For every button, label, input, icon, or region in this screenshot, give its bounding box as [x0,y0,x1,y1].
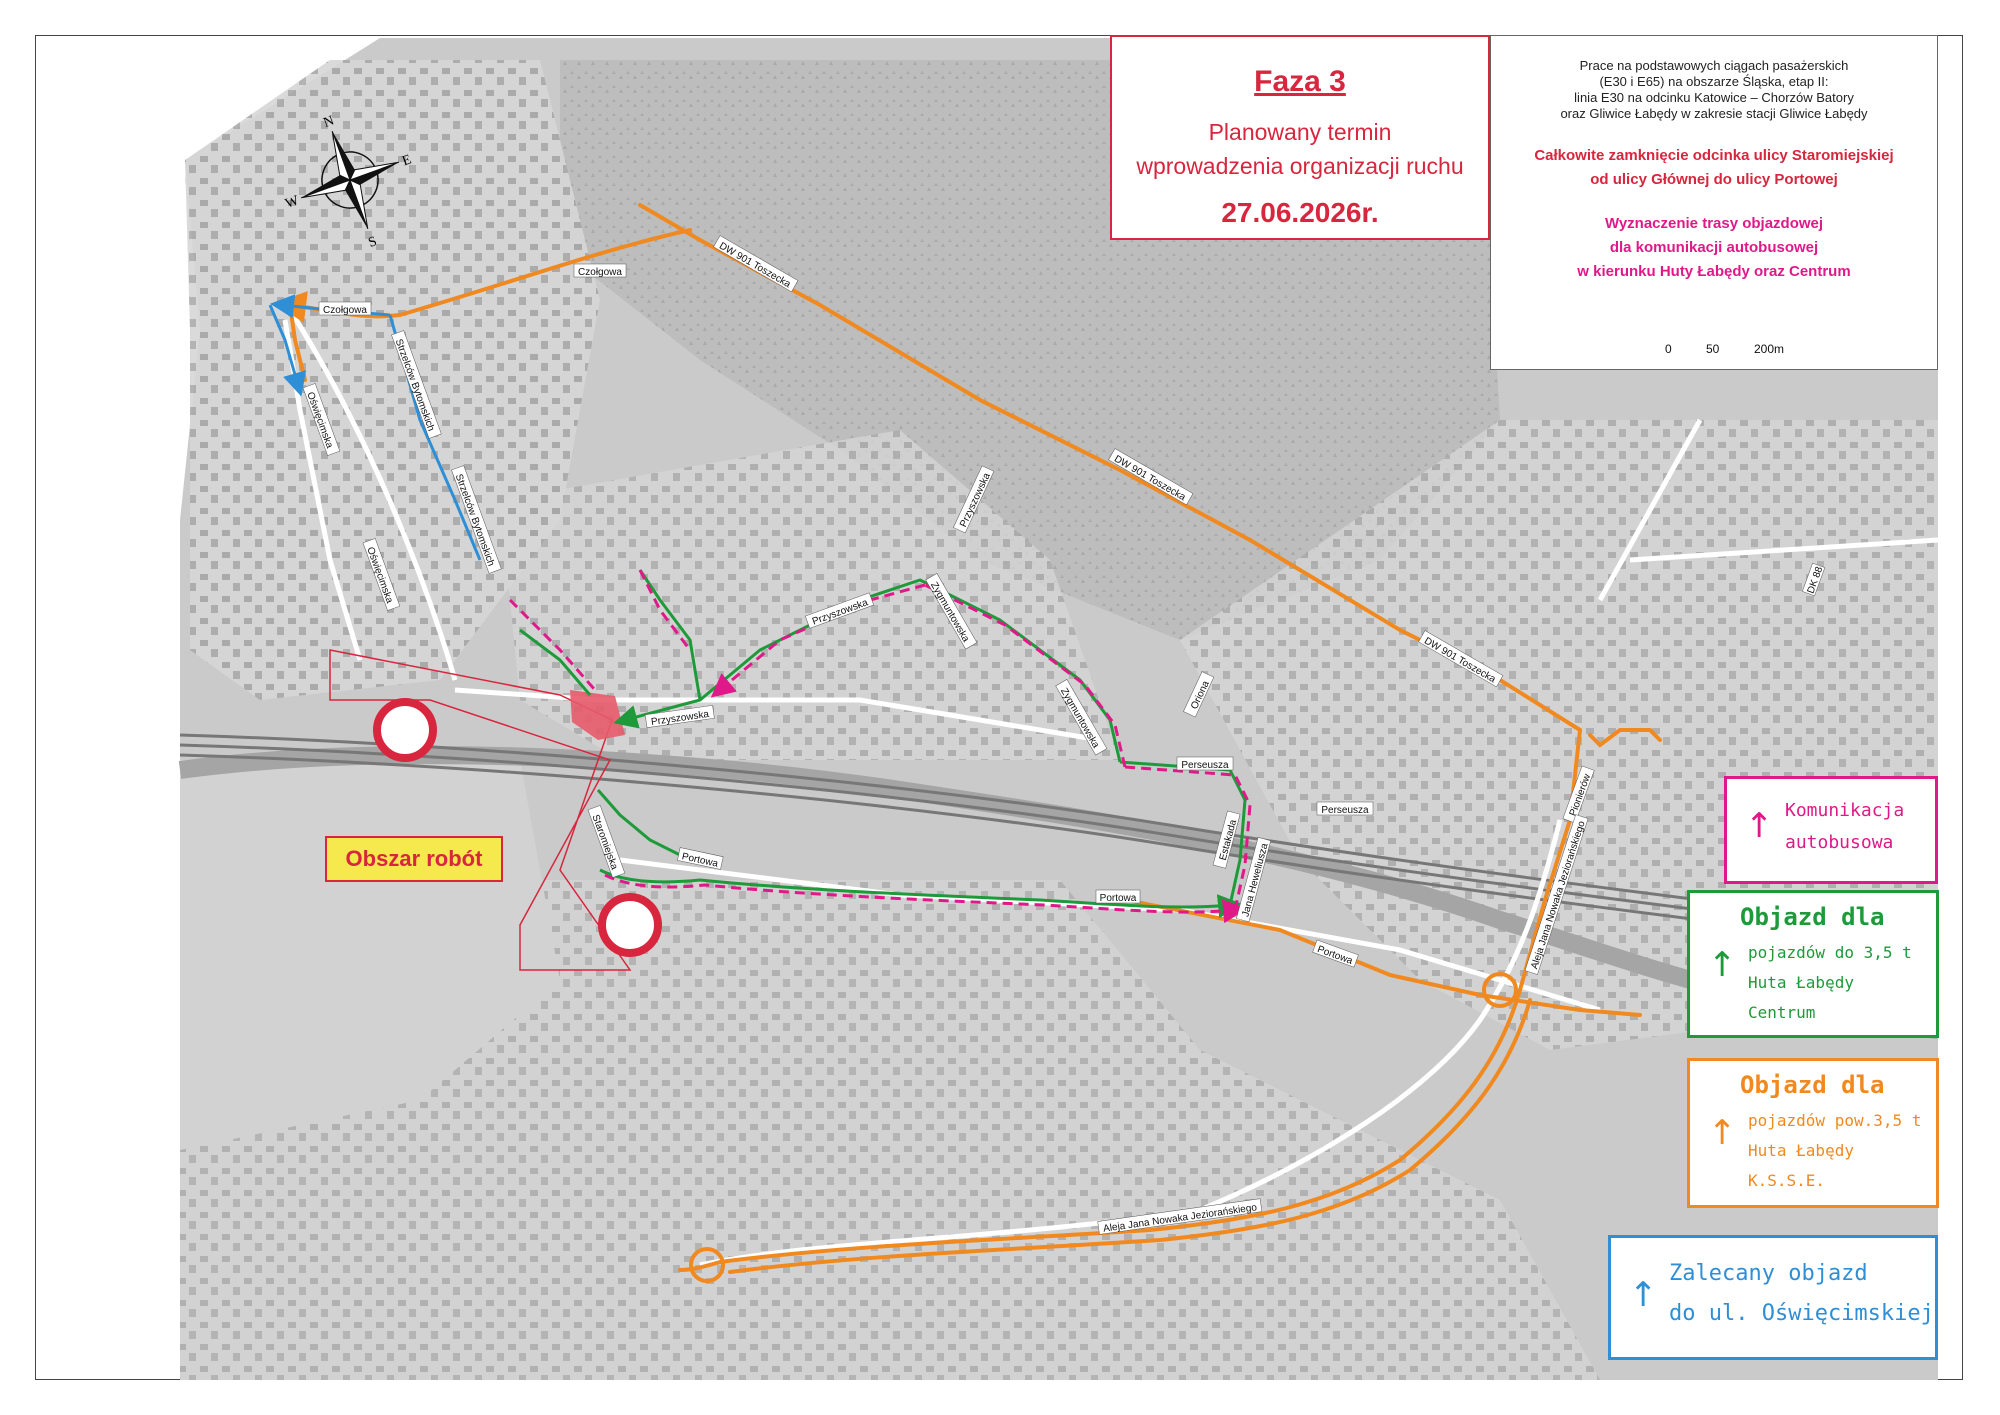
scale-label-200: 200m [1754,342,1785,356]
compass-n: N [322,113,337,131]
closure-description: Całkowite zamknięcie odcinka ulicy Staro… [1491,144,1937,192]
street-label-perseusza-west: Perseusza [1181,760,1229,771]
legend-bus-arrow-icon: ↑ [1745,806,1774,846]
roundabout-south [689,1247,725,1283]
info-box: Prace na podstawowych ciągach pasażerski… [1490,35,1938,370]
legend-orange-line1: Objazd dla [1740,1071,1885,1099]
forest-area [560,60,1500,640]
bus-detour-route [508,569,1252,924]
legend-green: ↑ Objazd dla pojazdów do 3,5 t Huta Łabę… [1687,890,1939,1038]
detour-line-1: Wyznaczenie trasy objazdowej [1604,215,1824,232]
legend-orange: ↑ Objazd dla pojazdów pow.3,5 t Huta Łab… [1687,1058,1939,1208]
project-line-1: Prace na podstawowych ciągach pasażerski… [1579,58,1849,73]
street-label-perseusza-east: Perseusza [1321,805,1369,816]
closure-line-2: od ulicy Głównej do ulicy Portowej [1590,171,1838,188]
legend-blue-line2: do ul. Oświęcimskiej [1669,1301,1934,1326]
railway [179,733,1939,952]
work-area-label: Obszar robót [325,836,503,882]
phase-date: 27.06.2026r. [1221,197,1379,228]
project-line-3: linia E30 na odcinku Katowice – Chorzów … [1574,90,1854,105]
phase-title: Faza 3 [1254,65,1346,98]
compass-w: W [283,193,301,212]
legend-bus: ↑ Komunikacja autobusowa [1724,776,1938,884]
street-label-portowa-mid: Portowa [1100,893,1137,904]
no-entry-sign-west [373,698,437,762]
legend-green-line1: Objazd dla [1740,903,1885,931]
closure-zone [570,690,625,740]
legend-orange-line4: K.S.S.E. [1748,1171,1826,1190]
legend-blue-arrow-icon: ↑ [1629,1275,1658,1315]
closure-line-1: Całkowite zamknięcie odcinka ulicy Staro… [1534,147,1894,164]
urban-area-west [185,60,600,700]
scale-label-0: 0 [1665,342,1672,356]
project-line-4: oraz Gliwice Łabędy w zakresie stacji Gl… [1560,106,1868,121]
legend-green-line4: Centrum [1748,1003,1816,1022]
legend-orange-line2: pojazdów pow.3,5 t [1748,1111,1922,1130]
project-description: Prace na podstawowych ciągach pasażerski… [1491,58,1937,122]
legend-green-line3: Huta Łabędy [1748,973,1854,992]
legend-green-arrow-icon: ↑ [1708,945,1737,985]
street-label-czolgowa-west: Czołgowa [323,305,367,316]
legend-orange-arrow-icon: ↑ [1708,1113,1737,1153]
legend-blue: ↑ Zalecany objazd do ul. Oświęcimskiej [1608,1235,1938,1360]
legend-green-line2: pojazdów do 3,5 t [1748,943,1912,962]
phase-line2: wprowadzenia organizacji ruchu [1136,153,1464,179]
phase-line1: Planowany termin [1208,119,1392,145]
phase-box: Faza 3 Planowany termin wprowadzenia org… [1110,35,1490,240]
canal [178,746,1939,1039]
no-entry-sign-south [598,893,662,957]
detour-line-2: dla komunikacji autobusowej [1609,239,1819,256]
urban-area-south [180,880,1600,1380]
roundabout-east [1482,972,1518,1008]
legend-bus-line2: autobusowa [1785,832,1894,853]
legend-bus-line1: Komunikacja [1785,800,1905,821]
street-label-czolgowa: Czołgowa [578,267,622,278]
legend-blue-line1: Zalecany objazd [1669,1261,1868,1286]
detour-description: Wyznaczenie trasy objazdowej dla komunik… [1491,212,1937,284]
project-line-2: (E30 i E65) na obszarze Śląska, etap II: [1599,74,1829,89]
legend-orange-line3: Huta Łabędy [1748,1141,1854,1160]
detour-line-3: w kierunku Huty Łabędy oraz Centrum [1577,263,1851,280]
scale-label-50: 50 [1706,342,1720,356]
